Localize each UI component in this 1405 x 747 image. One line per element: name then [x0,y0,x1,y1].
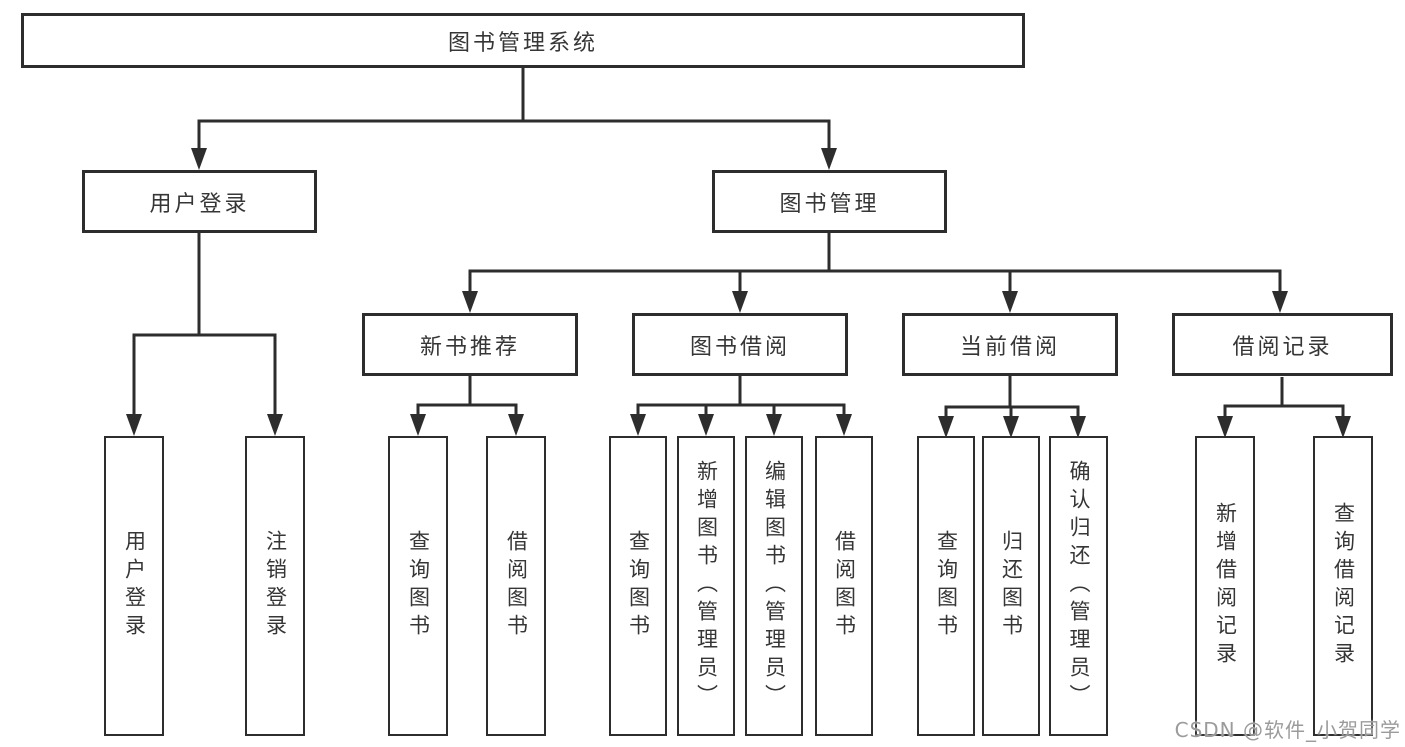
leaf-query-borrow-record: 查询借阅记录 [1313,436,1373,736]
node-label: 查询借阅记录 [1331,502,1356,670]
node-user-login: 用户登录 [82,170,317,233]
arrowhead-icon [508,414,524,436]
node-label: 借阅图书 [504,530,529,642]
node-label: 用户登录 [149,191,250,217]
node-library-management-system: 图书管理系统 [21,13,1025,68]
arrowhead-icon [1070,416,1086,438]
node-label: 确认归还（管理员） [1067,460,1091,712]
leaf-confirm-return-admin: 确认归还（管理员） [1049,436,1108,736]
leaf-logout: 注销登录 [245,436,305,736]
arrowhead-icon [1003,416,1019,438]
node-label: 归还图书 [999,530,1024,642]
node-borrowing-records: 借阅记录 [1172,313,1393,376]
arrowhead-icon [126,414,142,436]
watermark: CSDN @软件_小贺同学 [1174,718,1401,742]
arrowhead-icon [462,291,478,313]
arrowhead-icon [410,414,426,436]
leaf-query-books-2: 查询图书 [609,436,667,736]
leaf-user-login: 用户登录 [104,436,164,736]
leaf-return-books: 归还图书 [982,436,1040,736]
node-book-borrowing: 图书借阅 [632,313,848,376]
arrowhead-icon [191,148,207,170]
node-book-management: 图书管理 [712,170,947,233]
arrowhead-icon [1335,416,1351,438]
node-label: 编辑图书（管理员） [762,460,787,712]
node-label: 新增借阅记录 [1213,502,1238,670]
node-label: 当前借阅 [959,334,1060,360]
leaf-borrow-books-1: 借阅图书 [486,436,546,736]
arrowhead-icon [821,148,837,170]
node-current-borrowing: 当前借阅 [902,313,1118,376]
arrowhead-icon [630,414,646,436]
leaf-add-borrow-record: 新增借阅记录 [1195,436,1255,736]
node-label: 用户登录 [122,530,147,642]
leaf-borrow-books-2: 借阅图书 [815,436,873,736]
arrowhead-icon [1217,416,1233,438]
arrowhead-icon [1272,291,1288,313]
arrowhead-icon [766,414,782,436]
leaf-edit-book-admin: 编辑图书（管理员） [745,436,803,736]
arrowhead-icon [267,414,283,436]
node-label: 查询图书 [406,530,431,642]
arrowhead-icon [698,414,714,436]
arrowhead-icon [938,416,954,438]
node-label: 查询图书 [934,530,959,642]
leaf-query-books-1: 查询图书 [388,436,448,736]
node-label: 查询图书 [626,530,651,642]
node-new-book-recommendation: 新书推荐 [362,313,578,376]
node-label: 借阅图书 [832,530,857,642]
leaf-add-book-admin: 新增图书（管理员） [677,436,735,736]
node-label: 图书管理 [779,191,880,217]
arrowhead-icon [836,414,852,436]
node-label: 新书推荐 [419,334,520,360]
arrowhead-icon [1002,291,1018,313]
node-label: 注销登录 [263,530,288,642]
arrowhead-icon [732,291,748,313]
node-label: 借阅记录 [1232,334,1333,360]
node-label: 新增图书（管理员） [694,460,719,712]
node-label: 图书管理系统 [447,30,598,56]
leaf-query-books-3: 查询图书 [917,436,975,736]
node-label: 图书借阅 [689,334,790,360]
